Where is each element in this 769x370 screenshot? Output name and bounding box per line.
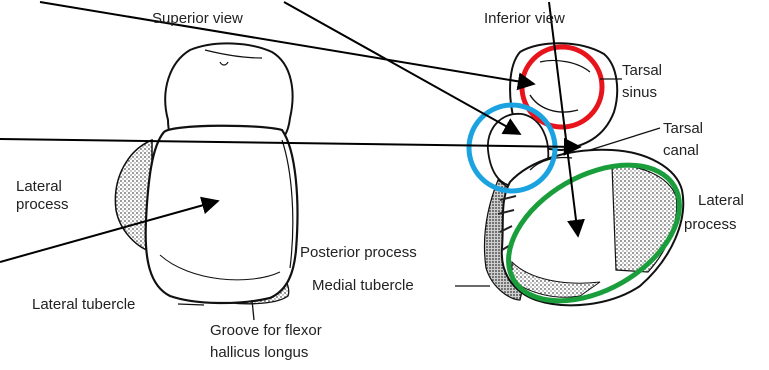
label-groove-1: Groove for flexor [210, 322, 322, 340]
label-groove-2: hallicus longus [210, 344, 308, 362]
label-tarsal-sinus-2: sinus [622, 84, 657, 102]
label-lateral-process-right-2: process [684, 216, 737, 234]
superior-view-heading: Superior view [152, 10, 243, 28]
label-tarsal-canal-1: Tarsal [663, 120, 703, 138]
superior-talus [115, 43, 297, 303]
label-lateral-tubercle: Lateral tubercle [32, 296, 135, 314]
label-tarsal-canal-2: canal [663, 142, 699, 160]
label-lateral-process-left-2: process [16, 196, 69, 214]
label-lateral-process-left-1: Lateral [16, 178, 62, 196]
label-posterior-process: Posterior process [300, 244, 417, 262]
label-lateral-process-right-1: Lateral [698, 192, 744, 210]
inferior-view-heading: Inferior view [484, 10, 565, 28]
label-tarsal-sinus-1: Tarsal [622, 62, 662, 80]
label-medial-tubercle: Medial tubercle [312, 277, 414, 295]
